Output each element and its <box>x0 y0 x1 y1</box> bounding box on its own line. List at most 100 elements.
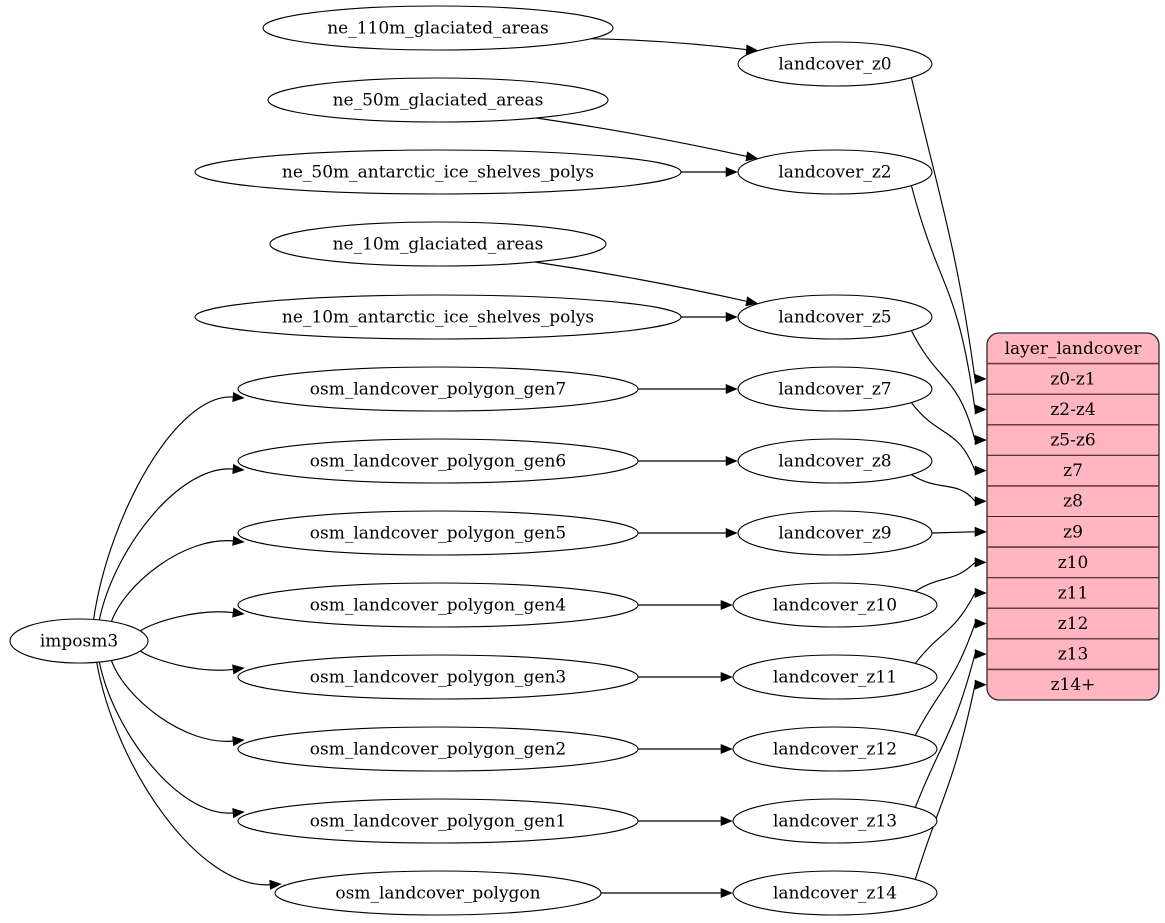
node-osm-landcover-polygon-gen7[interactable]: osm_landcover_polygon_gen7 <box>237 366 639 412</box>
edge-landcover-z12-to-row-z12 <box>914 623 976 736</box>
edge-arrowhead <box>974 679 987 690</box>
edge-arrowhead <box>725 527 738 539</box>
table-row-label: z13 <box>1058 645 1089 665</box>
table-row-label: z2-z4 <box>1050 400 1095 420</box>
edge-imposm3-to-osm-landcover-polygon-gen1 <box>98 661 235 814</box>
table-row-z11[interactable]: z11 <box>987 578 1159 609</box>
edge-arrowhead <box>974 618 987 629</box>
node-shape <box>737 294 933 340</box>
edge-landcover-z14-to-row-z14 <box>914 684 976 880</box>
node-shape <box>237 726 639 772</box>
edge-landcover-z10-to-row-z10 <box>914 561 976 592</box>
edge-arrowhead <box>974 526 987 537</box>
layer-landcover-table[interactable]: layer_landcoverz0-z1z2-z4z5-z6z7z8z9z10z… <box>986 332 1160 701</box>
node-shape <box>732 582 938 628</box>
node-osm-landcover-polygon-gen4[interactable]: osm_landcover_polygon_gen4 <box>237 582 639 628</box>
table-row-z9[interactable]: z9 <box>987 517 1159 548</box>
node-ne-10m-antarctic-ice-shelves-polys[interactable]: ne_10m_antarctic_ice_shelves_polys <box>194 294 682 340</box>
node-osm-landcover-polygon-gen2[interactable]: osm_landcover_polygon_gen2 <box>237 726 639 772</box>
node-landcover-z12[interactable]: landcover_z12 <box>732 726 938 772</box>
node-ne-50m-antarctic-ice-shelves-polys[interactable]: ne_50m_antarctic_ice_shelves_polys <box>194 149 682 195</box>
table-row-label: z8 <box>1063 492 1083 512</box>
edge-arrowhead <box>232 535 245 546</box>
edge-arrowhead <box>232 607 245 618</box>
table-row-z2-z4[interactable]: z2-z4 <box>987 394 1159 425</box>
edge-arrowhead <box>725 166 738 178</box>
table-row-z0-z1[interactable]: z0-z1 <box>987 364 1159 395</box>
table-row-label: z11 <box>1058 583 1089 603</box>
edge-arrowhead <box>232 463 245 474</box>
node-landcover-z9[interactable]: landcover_z9 <box>737 510 933 556</box>
node-shape <box>737 510 933 556</box>
node-osm-landcover-polygon[interactable]: osm_landcover_polygon <box>274 870 602 916</box>
edge-landcover-z13-to-row-z13 <box>914 653 976 808</box>
edge-arrowhead <box>269 879 282 890</box>
node-shape <box>9 618 149 664</box>
table-row-z12[interactable]: z12 <box>987 608 1159 639</box>
node-shape <box>267 77 609 123</box>
node-ne-10m-glaciated-areas[interactable]: ne_10m_glaciated_areas <box>269 221 607 267</box>
edge-arrowhead <box>974 649 987 660</box>
node-shape <box>732 798 938 844</box>
edge-imposm3-to-osm-landcover-polygon-gen2 <box>110 660 235 742</box>
node-landcover-z10[interactable]: landcover_z10 <box>732 582 938 628</box>
edge-arrowhead <box>974 496 987 507</box>
node-osm-landcover-polygon-gen6[interactable]: osm_landcover_polygon_gen6 <box>237 438 639 484</box>
node-shape <box>737 366 933 412</box>
edge-imposm3-to-osm-landcover-polygon-gen6 <box>98 468 235 621</box>
edge-landcover-z8-to-row-z8 <box>911 474 976 502</box>
node-landcover-z14[interactable]: landcover_z14 <box>732 870 938 916</box>
node-shape <box>194 149 682 195</box>
node-landcover-z13[interactable]: landcover_z13 <box>732 798 938 844</box>
table-row-z5-z6[interactable]: z5-z6 <box>987 425 1159 456</box>
node-landcover-z5[interactable]: landcover_z5 <box>737 294 933 340</box>
node-landcover-z2[interactable]: landcover_z2 <box>737 149 933 195</box>
node-shape <box>237 582 639 628</box>
edge-arrowhead <box>720 815 733 827</box>
edge-arrowhead <box>974 434 987 446</box>
edge-ne-110m-glaciated-areas-to-landcover-z0 <box>590 38 748 51</box>
node-landcover-z0[interactable]: landcover_z0 <box>737 41 933 87</box>
edge-landcover-z7-to-row-z7 <box>910 402 976 471</box>
edge-imposm3-to-osm-landcover-polygon-gen3 <box>140 650 235 671</box>
edge-arrowhead <box>974 465 987 476</box>
edge-ne-50m-glaciated-areas-to-landcover-z2 <box>536 117 748 158</box>
edge-arrowhead <box>232 808 245 819</box>
table-row-z8[interactable]: z8 <box>987 486 1159 517</box>
edge-imposm3-to-osm-landcover-polygon <box>96 662 272 886</box>
table-row-z13[interactable]: z13 <box>987 639 1159 670</box>
edge-arrowhead <box>720 671 733 683</box>
edge-imposm3-to-osm-landcover-polygon-gen5 <box>110 540 235 622</box>
edge-arrowhead <box>974 587 987 599</box>
edge-imposm3-to-osm-landcover-polygon-gen7 <box>93 396 235 620</box>
edge-arrowhead <box>232 736 245 747</box>
edge-arrowhead <box>974 404 987 415</box>
node-landcover-z11[interactable]: landcover_z11 <box>732 654 938 700</box>
table-row-z10[interactable]: z10 <box>987 547 1159 578</box>
node-ne-50m-glaciated-areas[interactable]: ne_50m_glaciated_areas <box>267 77 609 123</box>
node-landcover-z8[interactable]: landcover_z8 <box>737 438 933 484</box>
node-shape <box>274 870 602 916</box>
edge-landcover-z2-to-row-z2-z4 <box>910 185 976 410</box>
table-row-z14[interactable]: z14+ <box>987 669 1159 700</box>
edge-arrowhead <box>232 391 245 403</box>
node-landcover-z7[interactable]: landcover_z7 <box>737 366 933 412</box>
edge-arrowhead <box>725 311 738 323</box>
nodes-layer: imposm3 ne_110m_glaciated_areas ne_50m_gla… <box>9 5 938 916</box>
table-row-z7[interactable]: z7 <box>987 455 1159 486</box>
table-row-label: z14+ <box>1051 675 1096 695</box>
table-row-label: z12 <box>1058 614 1089 634</box>
node-osm-landcover-polygon-gen5[interactable]: osm_landcover_polygon_gen5 <box>237 510 639 556</box>
node-shape <box>237 510 639 556</box>
node-imposm3[interactable]: imposm3 <box>9 618 149 664</box>
edge-arrowhead <box>720 887 733 899</box>
node-osm-landcover-polygon-gen3[interactable]: osm_landcover_polygon_gen3 <box>237 654 639 700</box>
node-ne-110m-glaciated-areas[interactable]: ne_110m_glaciated_areas <box>262 5 614 51</box>
node-shape <box>262 5 614 51</box>
table-row-label: z9 <box>1063 522 1083 542</box>
edge-arrowhead <box>725 383 738 395</box>
node-shape <box>237 798 639 844</box>
edges-layer <box>93 38 987 899</box>
node-osm-landcover-polygon-gen1[interactable]: osm_landcover_polygon_gen1 <box>237 798 639 844</box>
